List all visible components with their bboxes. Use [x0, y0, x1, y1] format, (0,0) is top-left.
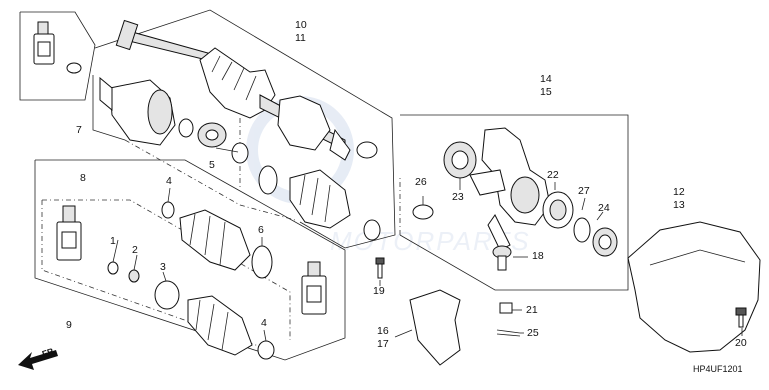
callout-17: 17 [377, 338, 389, 350]
callout-9: 9 [66, 319, 72, 331]
callout-8: 8 [80, 172, 86, 184]
callout-26: 26 [415, 176, 427, 188]
callout-16: 16 [377, 325, 389, 337]
callout-15: 15 [540, 86, 552, 98]
outboard-joint [99, 76, 176, 146]
frame-knuckle-14-15 [399, 114, 629, 291]
outer-boot-lower [187, 295, 253, 356]
callout-4-lower: 4 [261, 317, 267, 329]
boot-band-3 [154, 280, 180, 310]
grease-bottle-left [56, 205, 82, 261]
callout-1: 1 [110, 235, 116, 247]
knuckle [469, 127, 551, 251]
leader-lines [112, 147, 743, 342]
frame-shaft-10-11 [94, 9, 396, 249]
cotter-pin-25 [496, 329, 521, 337]
callout-10: 10 [295, 19, 307, 31]
circlip-26 [412, 204, 434, 220]
callout-4-upper: 4 [166, 175, 172, 187]
inner-boot-upper [289, 169, 381, 241]
callout-3: 3 [160, 261, 166, 273]
guard-16-17 [409, 289, 461, 366]
nut-21 [499, 302, 513, 314]
oil-seal-24 [592, 227, 618, 257]
callout-12: 12 [673, 186, 685, 198]
callout-6: 6 [258, 224, 264, 236]
circlip-small [178, 118, 194, 138]
bearing-22 [542, 191, 574, 229]
callout-14: 14 [540, 73, 552, 85]
frame-oil-top [19, 11, 96, 101]
callout-23: 23 [452, 191, 464, 203]
bolt-20 [735, 307, 747, 328]
callout-13: 13 [673, 199, 685, 211]
callout-2: 2 [132, 244, 138, 256]
callout-27: 27 [578, 185, 590, 197]
callout-11: 11 [295, 32, 306, 44]
callout-7: 7 [76, 124, 82, 136]
callout-5: 5 [209, 159, 215, 171]
drive-shaft-assembly [115, 19, 351, 161]
callout-19: 19 [373, 285, 385, 297]
o-ring-2 [128, 269, 140, 283]
boot-band-6 [251, 245, 273, 279]
callout-20: 20 [735, 337, 747, 349]
circlip-1 [107, 261, 119, 275]
boot-band-4a [161, 201, 175, 219]
front-direction-arrow-icon [18, 350, 58, 370]
boot-band-4b [257, 340, 275, 360]
callout-18: 18 [532, 250, 544, 262]
boot-band-upper [258, 141, 378, 195]
oil-seal-23 [443, 141, 477, 179]
ball-joint-18 [492, 245, 512, 271]
diagram-code: HP4UF1201 [693, 364, 743, 374]
callout-25: 25 [527, 327, 539, 339]
inner-boot-lower [179, 209, 251, 271]
callout-21: 21 [526, 304, 538, 316]
grease-bottle-right [301, 261, 327, 315]
callout-24: 24 [598, 202, 610, 214]
circlip-27 [573, 217, 591, 243]
cage-bearing [197, 122, 227, 148]
disc-cover-12-13 [627, 221, 761, 353]
bolt-19 [375, 257, 385, 279]
grease-bottle-top [33, 21, 55, 65]
callout-22: 22 [547, 169, 559, 181]
stop-ring-5 [231, 142, 249, 164]
o-ring-top [66, 62, 82, 74]
